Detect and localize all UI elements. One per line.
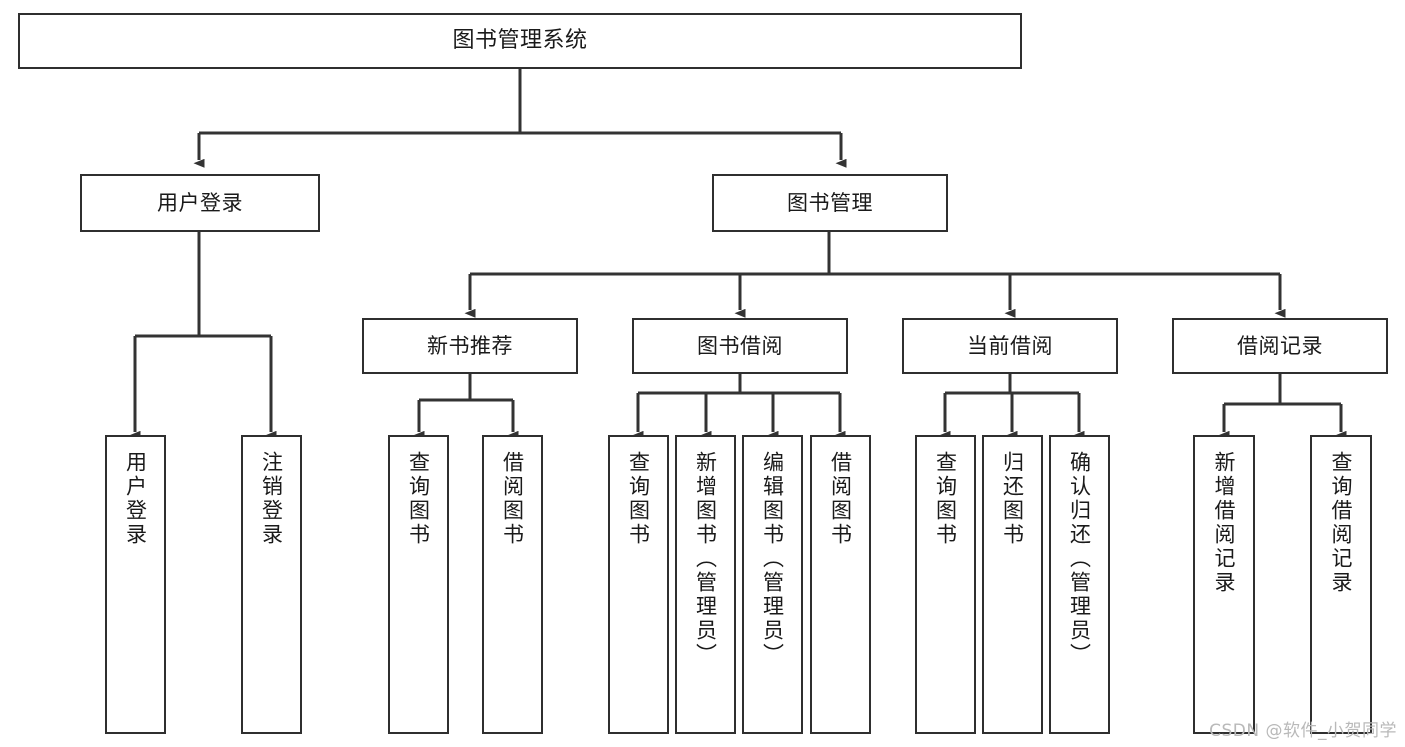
leaf-add-record[interactable]: 新增借阅记录	[1193, 435, 1255, 734]
leaf-query-book-1-label: 查询图书	[406, 451, 431, 547]
leaf-logout-login[interactable]: 注销登录	[241, 435, 302, 734]
leaf-query-record-label: 查询借阅记录	[1329, 451, 1354, 595]
leaf-query-book-2-label: 查询图书	[626, 451, 651, 547]
leaf-query-book-2[interactable]: 查询图书	[608, 435, 669, 734]
node-root-label: 图书管理系统	[452, 28, 588, 54]
node-new-book-recommend-label: 新书推荐	[427, 333, 513, 358]
leaf-borrow-book-1[interactable]: 借阅图书	[482, 435, 543, 734]
leaf-query-book-1[interactable]: 查询图书	[388, 435, 449, 734]
leaf-add-record-label: 新增借阅记录	[1212, 451, 1237, 595]
watermark: CSDN @软件_小贺同学	[1209, 721, 1397, 741]
leaf-confirm-return-label: 确认归还（管理员）	[1067, 451, 1092, 667]
node-book-borrow[interactable]: 图书借阅	[632, 318, 848, 374]
node-current-borrow[interactable]: 当前借阅	[902, 318, 1118, 374]
leaf-edit-book[interactable]: 编辑图书（管理员）	[742, 435, 803, 734]
node-book-management-label: 图书管理	[787, 190, 873, 215]
leaf-borrow-book-1-label: 借阅图书	[500, 451, 525, 547]
leaf-confirm-return[interactable]: 确认归还（管理员）	[1049, 435, 1110, 734]
leaf-query-record[interactable]: 查询借阅记录	[1310, 435, 1372, 734]
node-book-management[interactable]: 图书管理	[712, 174, 948, 232]
leaf-edit-book-label: 编辑图书（管理员）	[760, 451, 785, 667]
node-user-login[interactable]: 用户登录	[80, 174, 320, 232]
node-book-borrow-label: 图书借阅	[697, 333, 783, 358]
leaf-add-book[interactable]: 新增图书（管理员）	[675, 435, 736, 734]
node-user-login-label: 用户登录	[157, 190, 243, 215]
leaf-borrow-book-2-label: 借阅图书	[828, 451, 853, 547]
node-root[interactable]: 图书管理系统	[18, 13, 1022, 69]
node-current-borrow-label: 当前借阅	[967, 333, 1053, 358]
leaf-borrow-book-2[interactable]: 借阅图书	[810, 435, 871, 734]
leaf-user-login-label: 用户登录	[123, 451, 148, 547]
leaf-query-book-3[interactable]: 查询图书	[915, 435, 976, 734]
leaf-logout-login-label: 注销登录	[259, 451, 284, 547]
node-borrow-record-label: 借阅记录	[1237, 333, 1323, 358]
node-borrow-record[interactable]: 借阅记录	[1172, 318, 1388, 374]
node-new-book-recommend[interactable]: 新书推荐	[362, 318, 578, 374]
leaf-user-login[interactable]: 用户登录	[105, 435, 166, 734]
leaf-add-book-label: 新增图书（管理员）	[693, 451, 718, 667]
leaf-query-book-3-label: 查询图书	[933, 451, 958, 547]
leaf-return-book[interactable]: 归还图书	[982, 435, 1043, 734]
leaf-return-book-label: 归还图书	[1000, 451, 1025, 547]
